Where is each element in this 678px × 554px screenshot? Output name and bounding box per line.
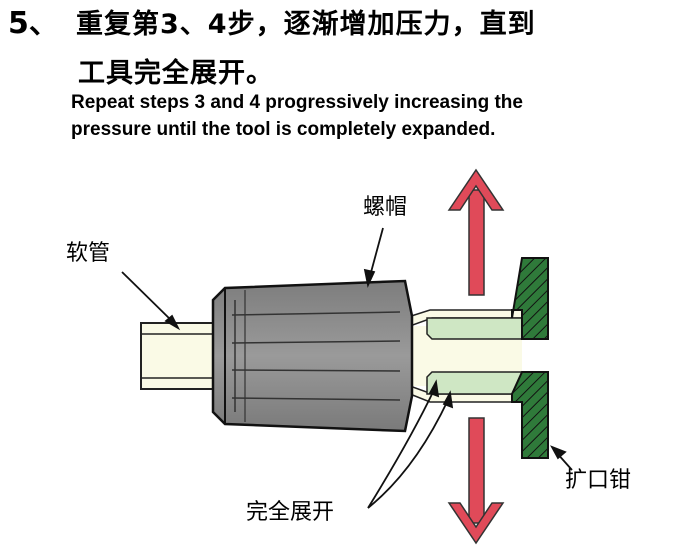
expanded-section-top	[426, 317, 523, 340]
expander-pliers	[511, 257, 549, 459]
flared-tube	[403, 309, 523, 403]
leader-lines	[121, 227, 573, 509]
instruction-en-line2: pressure until the tool is completely ex…	[71, 119, 496, 140]
label-hose: 软管	[66, 241, 111, 266]
arrow-down-icon	[447, 417, 505, 545]
label-nut: 螺帽	[363, 195, 408, 220]
nut	[211, 279, 414, 433]
hose-tube	[140, 322, 224, 390]
arrow-up-icon	[447, 168, 505, 296]
label-expander-pliers: 扩口钳	[565, 468, 632, 493]
expanded-section-bottom	[426, 371, 523, 395]
step-number: 5、	[8, 6, 59, 41]
instruction-zh-line2: 工具完全展开。	[78, 58, 274, 89]
label-fully-expanded: 完全展开	[246, 500, 335, 525]
instruction-zh-line1: 重复第3、4步，逐渐增加压力，直到	[76, 9, 536, 40]
instruction-en-line1: Repeat steps 3 and 4 progressively incre…	[71, 92, 523, 113]
